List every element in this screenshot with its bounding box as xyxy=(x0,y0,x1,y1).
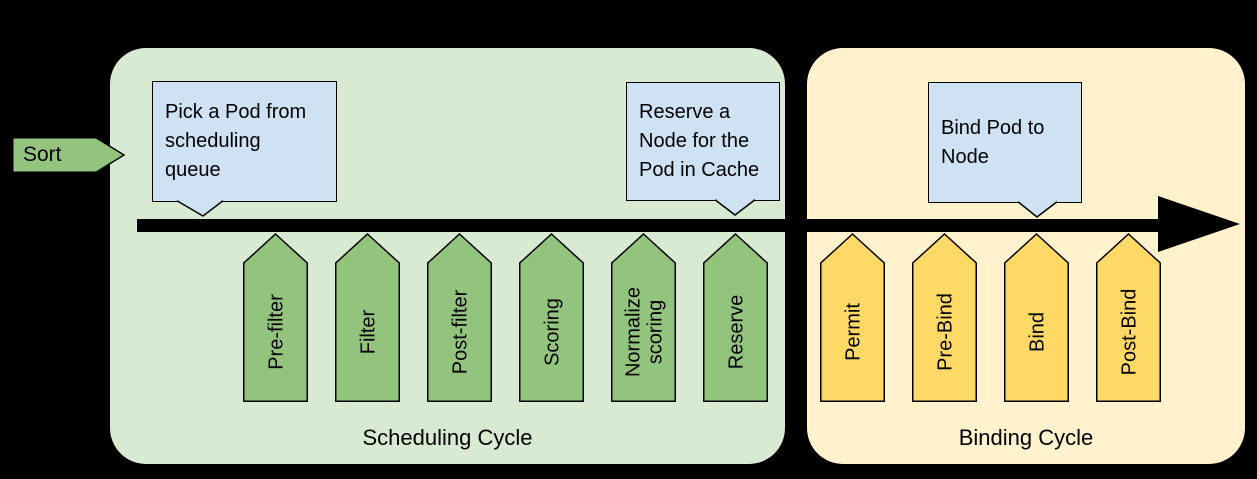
up-arrow-icon xyxy=(243,233,308,402)
callout-text: Bind Pod to Node xyxy=(928,82,1082,203)
stage-arrow-post-bind: Post-Bind xyxy=(1096,233,1161,402)
stage-label: Normalize scoring xyxy=(621,286,666,377)
stage-label: Permit xyxy=(841,302,864,361)
up-arrow-icon xyxy=(611,233,676,402)
callout-tail-icon xyxy=(1018,201,1058,218)
up-arrow-icon xyxy=(912,233,977,402)
stage-arrow-pre-filter: Pre-filter xyxy=(243,233,308,402)
stage-label: Sort xyxy=(23,143,62,166)
up-arrow-icon xyxy=(1004,233,1069,402)
stage-label: Pre-Bind xyxy=(933,292,956,371)
stage-label: Filter xyxy=(356,309,379,354)
timeline-arrow-head-icon xyxy=(1158,196,1240,252)
timeline-arrow-shaft xyxy=(137,219,1160,232)
stage-label: Scoring xyxy=(540,297,563,366)
stage-label: Post-Bind xyxy=(1117,288,1140,375)
callout-tail-icon xyxy=(715,199,756,216)
stage-arrow-sort: Sort xyxy=(12,137,125,173)
callout-pick-pod: Pick a Pod from scheduling queue xyxy=(152,81,337,217)
stage-label: Post-filter xyxy=(448,289,471,374)
stage-label: Pre-filter xyxy=(264,293,287,370)
up-arrow-icon xyxy=(703,233,768,402)
stage-label: Reserve xyxy=(724,294,747,369)
up-arrow-icon xyxy=(820,233,885,402)
callout-bind-pod: Bind Pod to Node xyxy=(928,82,1082,218)
stage-arrow-permit: Permit xyxy=(820,233,885,402)
stage-arrow-pre-bind: Pre-Bind xyxy=(912,233,977,402)
callout-text: Pick a Pod from scheduling queue xyxy=(152,81,337,202)
callout-reserve-node: Reserve a Node for the Pod in Cache xyxy=(626,82,780,216)
up-arrow-icon xyxy=(335,233,400,402)
stage-arrow-normalize-scoring: Normalize scoring xyxy=(611,233,676,402)
stage-arrow-bind: Bind xyxy=(1004,233,1069,402)
up-arrow-icon xyxy=(519,233,584,402)
stage-arrow-post-filter: Post-filter xyxy=(427,233,492,402)
right-arrow-icon xyxy=(12,137,125,173)
stage-arrow-scoring: Scoring xyxy=(519,233,584,402)
scheduling-cycle-title: Scheduling Cycle xyxy=(362,425,533,450)
stage-label: Bind xyxy=(1025,311,1048,352)
up-arrow-icon xyxy=(427,233,492,402)
stage-arrow-reserve: Reserve xyxy=(703,233,768,402)
binding-cycle-title: Binding Cycle xyxy=(958,425,1094,450)
stage-arrow-filter: Filter xyxy=(335,233,400,402)
up-arrow-icon xyxy=(1096,233,1161,402)
callout-tail-icon xyxy=(177,200,224,217)
callout-text: Reserve a Node for the Pod in Cache xyxy=(626,82,780,201)
